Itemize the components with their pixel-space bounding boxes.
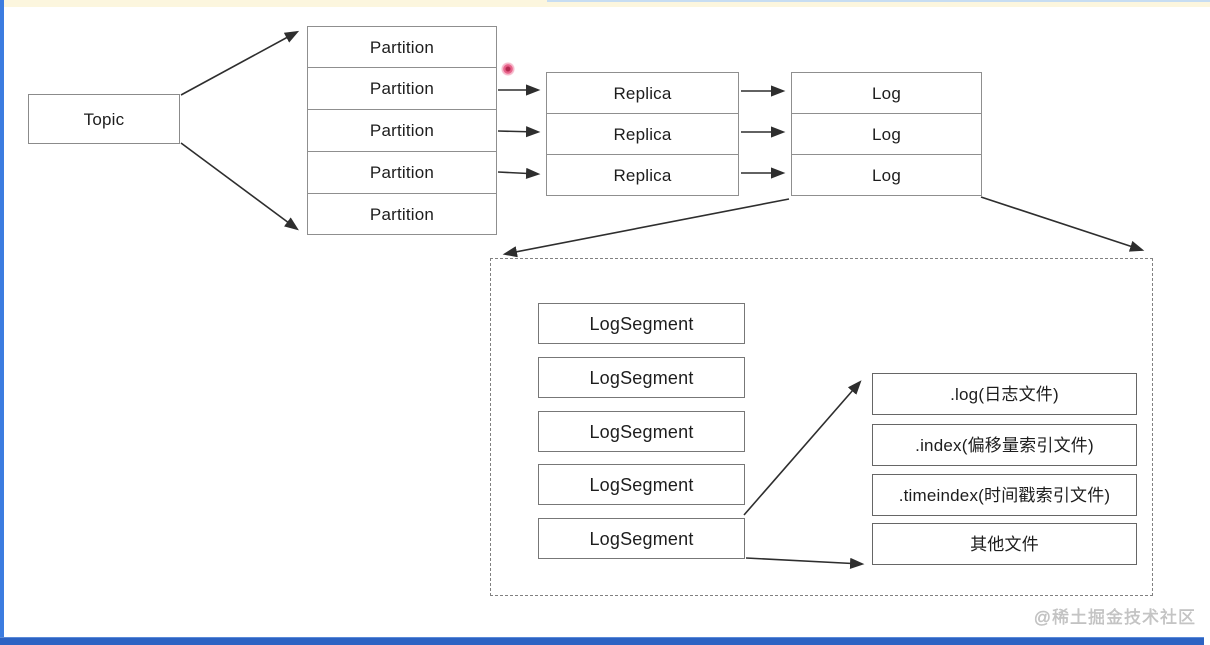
file-box-timeindex: .timeindex(时间戳索引文件) bbox=[872, 474, 1137, 516]
file-label: .log(日志文件) bbox=[950, 384, 1059, 404]
logsegment-box: LogSegment bbox=[538, 303, 745, 344]
file-label: .index(偏移量索引文件) bbox=[915, 435, 1094, 455]
left-border bbox=[0, 0, 4, 645]
partition-box: Partition bbox=[307, 26, 497, 68]
topic-label: Topic bbox=[83, 109, 125, 129]
logsegment-label: LogSegment bbox=[589, 313, 694, 334]
top-border-strip bbox=[4, 0, 1210, 7]
top-blue-line bbox=[546, 0, 1210, 2]
log-detail-dashed-region bbox=[490, 258, 1153, 596]
logsegment-box: LogSegment bbox=[538, 357, 745, 398]
partition-box: Partition bbox=[307, 109, 497, 152]
arrow-partition4-to-replica3 bbox=[497, 167, 541, 179]
partition-label: Partition bbox=[369, 163, 435, 182]
replica-box: Replica bbox=[546, 72, 739, 114]
laser-pointer-dot bbox=[501, 62, 515, 76]
log-box: Log bbox=[791, 72, 982, 114]
logsegment-label: LogSegment bbox=[589, 474, 694, 495]
file-box-index: .index(偏移量索引文件) bbox=[872, 424, 1137, 466]
logsegment-label: LogSegment bbox=[589, 528, 694, 549]
log-label: Log bbox=[872, 83, 901, 103]
file-label: 其他文件 bbox=[970, 534, 1039, 554]
bottom-border-bar bbox=[0, 637, 1204, 645]
replica-label: Replica bbox=[613, 165, 672, 185]
replica-box: Replica bbox=[546, 154, 739, 196]
partition-box: Partition bbox=[307, 151, 497, 194]
log-label: Log bbox=[872, 124, 901, 144]
partition-label: Partition bbox=[369, 121, 435, 140]
log-label: Log bbox=[872, 165, 901, 185]
arrow-topic-to-partitions-top bbox=[180, 30, 300, 96]
topic-box: Topic bbox=[28, 94, 180, 144]
file-box-log: .log(日志文件) bbox=[872, 373, 1137, 415]
arrow-log-to-segments-right bbox=[980, 196, 1145, 252]
partition-box: Partition bbox=[307, 67, 497, 110]
partition-label: Partition bbox=[369, 37, 435, 57]
partition-label: Partition bbox=[369, 204, 435, 224]
file-label: .timeindex(时间戳索引文件) bbox=[898, 485, 1111, 505]
log-box: Log bbox=[791, 113, 982, 155]
replica-label: Replica bbox=[613, 83, 672, 103]
logsegment-box: LogSegment bbox=[538, 411, 745, 452]
replica-label: Replica bbox=[613, 124, 672, 144]
partition-box: Partition bbox=[307, 193, 497, 235]
partition-label: Partition bbox=[369, 79, 435, 98]
logsegment-box: LogSegment bbox=[538, 464, 745, 505]
watermark-text: @稀土掘金技术社区 bbox=[1033, 608, 1196, 627]
arrow-partition3-to-replica2 bbox=[497, 126, 541, 138]
arrow-log-to-segments-left bbox=[502, 198, 790, 258]
arrow-topic-to-partitions-bottom bbox=[180, 142, 299, 231]
log-box: Log bbox=[791, 154, 982, 196]
logsegment-box: LogSegment bbox=[538, 518, 745, 559]
logsegment-label: LogSegment bbox=[589, 367, 694, 388]
replica-box: Replica bbox=[546, 113, 739, 155]
file-box-other: 其他文件 bbox=[872, 523, 1137, 565]
logsegment-label: LogSegment bbox=[589, 421, 694, 442]
